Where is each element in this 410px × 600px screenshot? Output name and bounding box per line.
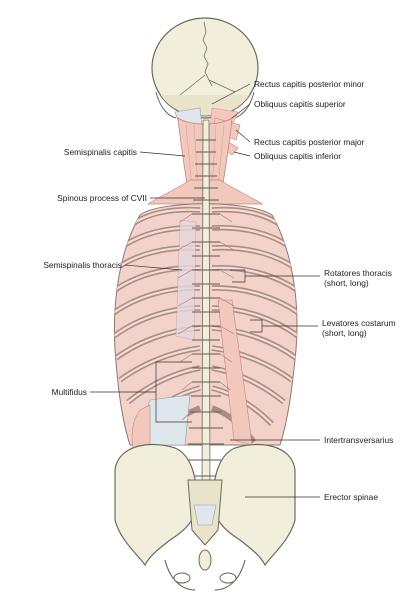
leader-rotatores-thoracis (230, 269, 320, 283)
vertebral-column (177, 119, 235, 501)
label-rectus-capitis-posterior-major: Rectus capitis posterior major (254, 137, 365, 147)
label-rotatores-thoracis: Rotatores thoracis (short, long) (324, 268, 392, 288)
label-obliquus-capitis-inferior: Obliquus capitis inferior (254, 151, 342, 161)
levatores-costarum-name: Levatores costarum (322, 318, 396, 328)
leader-rectus-capitis-posterior-minor (211, 83, 251, 105)
leader-multifidus (90, 361, 192, 423)
leader-rectus-capitis-posterior-major (235, 129, 251, 143)
leader-semispinalis-capitis (139, 151, 186, 157)
label-rectus-capitis-posterior-minor: Rectus capitis posterior minor (254, 79, 365, 89)
label-erector-spinae: Erector spinae (324, 492, 378, 502)
label-intertransversarius: Intertransversarius (324, 435, 394, 445)
label-multifidus: Multifidus (51, 387, 87, 397)
label-levatores-costarum: Levatores costarum (short, long) (322, 318, 396, 338)
leader-levatores-costarum (250, 319, 318, 333)
label-semispinalis-thoracis: Semispinalis thoracis (43, 260, 122, 270)
levatores-costarum-qualifier: (short, long) (322, 328, 367, 338)
label-semispinalis-capitis: Semispinalis capitis (63, 147, 137, 157)
semispinalis-thoracis (131, 219, 197, 453)
skull (151, 17, 259, 119)
leader-semispinalis-thoracis (124, 264, 183, 271)
label-spinous-process-cvii: Spinous process of CVII (57, 193, 147, 203)
rotatores-thoracis-name: Rotatores thoracis (324, 268, 392, 278)
leader-obliquus-capitis-superior (231, 103, 251, 119)
leader-lines (90, 83, 320, 498)
rotatores-thoracis-qualifier: (short, long) (324, 278, 369, 288)
pelvis (114, 443, 296, 591)
label-obliquus-capitis-superior: Obliquus capitis superior (254, 99, 346, 109)
leader-obliquus-capitis-inferior (233, 151, 251, 157)
